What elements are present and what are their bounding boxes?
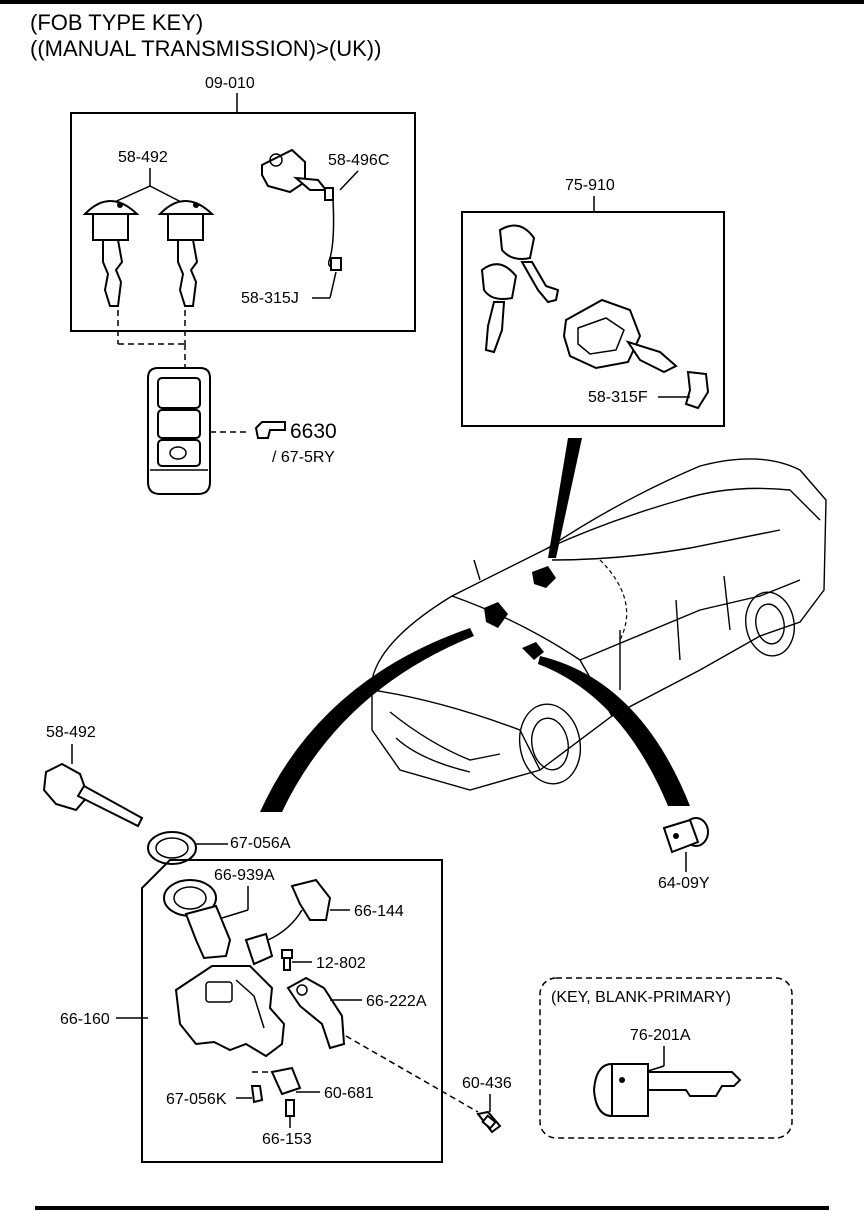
label-66-153[interactable]: 66-153 [262, 1131, 312, 1148]
label-76-201a[interactable]: 76-201A [630, 1027, 691, 1044]
label-58-315f[interactable]: 58-315F [588, 389, 648, 406]
key-set-box [70, 112, 416, 332]
bottom-rule [35, 1206, 829, 1210]
label-67-056k[interactable]: 67-056K [166, 1091, 227, 1108]
key-blank-inset-title: (KEY, BLANK-PRIMARY) [551, 989, 731, 1006]
ring-67-056a[interactable] [147, 831, 197, 865]
lock-body-66-160[interactable] [174, 965, 286, 1058]
key-pair-75-910[interactable] [480, 224, 560, 354]
key-blank-inset: (KEY, BLANK-PRIMARY) 76-201A [539, 977, 793, 1139]
car-lock-point-ignition [484, 602, 508, 628]
car-lock-point-trunk [522, 642, 544, 660]
bolt-60-436[interactable] [476, 1110, 502, 1134]
label-58-496c[interactable]: 58-496C [328, 152, 389, 169]
lock-cylinder-75-910[interactable] [562, 298, 678, 374]
lock-set-group: 75-910 58-315F [461, 177, 725, 427]
callout-arc-ignition [260, 628, 474, 812]
top-rule [0, 0, 864, 4]
callout-arc-trunk [538, 656, 690, 806]
label-12-802[interactable]: 12-802 [316, 955, 366, 972]
callout-arc-door [548, 438, 582, 558]
lock-set-box [461, 211, 725, 427]
cylinder-64-09y[interactable] [662, 817, 709, 854]
pointing-hand-icon [254, 421, 286, 439]
clamp-66-222a[interactable] [286, 976, 346, 1050]
key-set-group: 09-010 58-492 58-496C [70, 75, 416, 368]
key-blank-76-201a[interactable] [592, 1062, 742, 1118]
fob-key-right[interactable] [157, 200, 215, 307]
cylinder-66-939a[interactable] [163, 879, 232, 960]
fob-key-left[interactable] [82, 200, 140, 307]
vehicle-outline [371, 458, 827, 791]
lever-58-315f[interactable] [684, 370, 710, 410]
blade-key-58-492[interactable] [42, 762, 144, 828]
label-58-492-set[interactable]: 58-492 [118, 149, 168, 166]
label-60-436[interactable]: 60-436 [462, 1075, 512, 1092]
label-66-222a[interactable]: 66-222A [366, 993, 427, 1010]
label-66-939a[interactable]: 66-939A [214, 867, 275, 884]
steering-lock-box [141, 859, 443, 1163]
pin-67-056k[interactable] [250, 1085, 264, 1104]
header-title: (FOB TYPE KEY) [30, 10, 203, 35]
bracket-60-681[interactable] [270, 1066, 302, 1096]
label-64-09y[interactable]: 64-09Y [658, 875, 710, 892]
key-blank-inset-box [539, 977, 793, 1139]
label-66-160[interactable]: 66-160 [60, 1011, 110, 1028]
label-58-315j[interactable]: 58-315J [241, 290, 299, 307]
label-09-010[interactable]: 09-010 [205, 75, 255, 92]
label-60-681[interactable]: 60-681 [324, 1085, 374, 1102]
label-75-910[interactable]: 75-910 [565, 177, 615, 194]
remote-fob[interactable] [147, 367, 211, 495]
door-lock-cylinder-kit[interactable] [261, 148, 342, 271]
label-58-492[interactable]: 58-492 [46, 724, 96, 741]
label-66-144[interactable]: 66-144 [354, 903, 404, 920]
screw-12-802[interactable] [281, 949, 293, 971]
switch-66-144[interactable] [244, 878, 332, 966]
label-67-5ry[interactable]: / 67-5RY [272, 449, 335, 466]
screw-66-153[interactable] [285, 1099, 295, 1117]
label-67-056a[interactable]: 67-056A [230, 835, 291, 852]
header-subtitle: ((MANUAL TRANSMISSION)>(UK)) [30, 36, 381, 61]
label-6630[interactable]: 6630 [290, 420, 337, 443]
car-lock-point-door [532, 566, 556, 588]
